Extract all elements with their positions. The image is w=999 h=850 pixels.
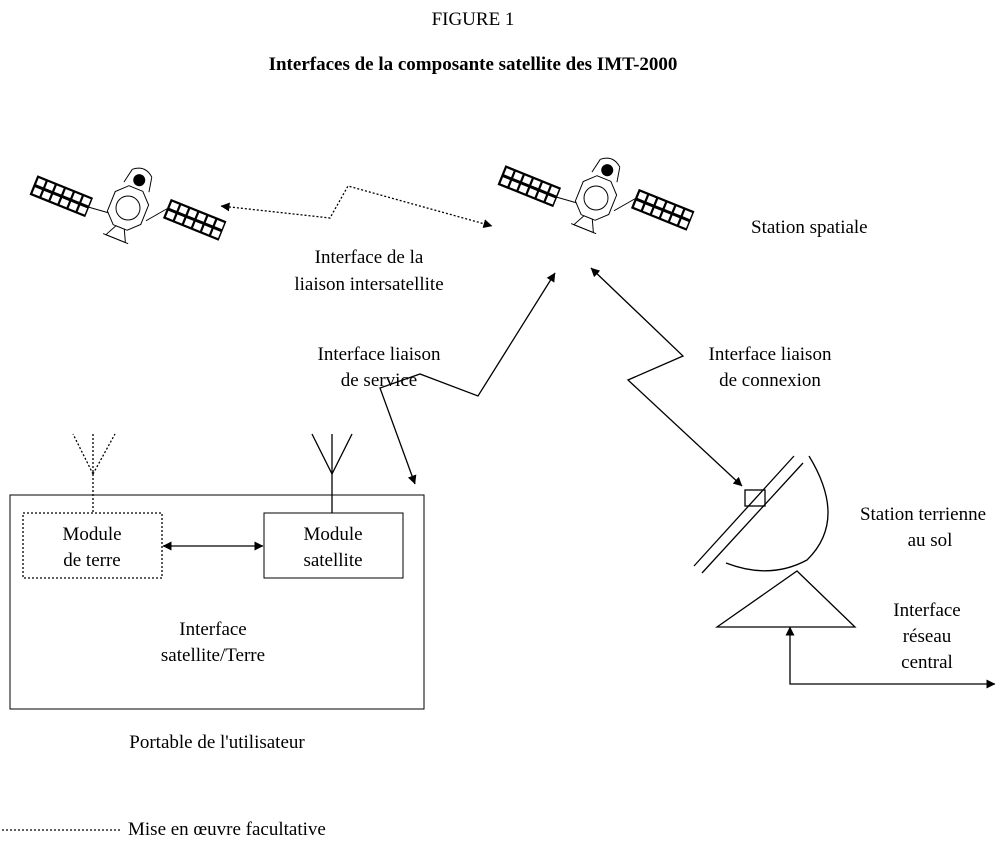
satellite-module-label-line2: satellite — [303, 550, 362, 571]
feeder-link-arrow — [590, 267, 743, 487]
terrestrial-module-label-line1: Module — [62, 524, 121, 545]
sat-terr-interface-label-line2: satellite/Terre — [161, 645, 265, 666]
feeder-link-label-line1: Interface liaison — [709, 344, 832, 365]
core-network-arrow — [785, 626, 996, 689]
earth-station-label-line1: Station terrienne — [860, 504, 986, 525]
satellite-module-box — [263, 512, 404, 579]
isl-label-line1: Interface de la — [315, 247, 424, 268]
service-link-arrow — [379, 272, 556, 485]
terrestrial-module-label-line2: de terre — [63, 550, 120, 571]
user-terminal-label: Portable de l'utilisateur — [129, 732, 305, 753]
legend-optional-label: Mise en œuvre facultative — [128, 819, 326, 840]
terrestrial-module-box — [22, 512, 163, 579]
dish-antenna-icon — [693, 455, 829, 574]
core-network-label-line2: réseau — [903, 626, 952, 647]
figure-title: Interfaces de la composante satellite de… — [269, 54, 678, 75]
isl-label-line2: liaison intersatellite — [294, 274, 443, 295]
satellite-icon — [29, 164, 227, 245]
feeder-link-label-line2: de connexion — [719, 370, 821, 391]
sat-terr-interface-label-line1: Interface — [179, 619, 247, 640]
antenna-icon — [311, 433, 353, 513]
intersatellite-link-arrow — [220, 185, 493, 229]
service-link-label-line2: de service — [341, 370, 417, 391]
space-station-label: Station spatiale — [751, 217, 868, 238]
antenna-icon — [72, 433, 116, 513]
satellite-module-label-line1: Module — [303, 524, 362, 545]
earth-station-label-line2: au sol — [908, 530, 953, 551]
figure-number: FIGURE 1 — [432, 9, 515, 30]
core-network-label-line3: central — [901, 652, 953, 673]
user-terminal-box — [9, 494, 425, 710]
service-link-label-line1: Interface liaison — [318, 344, 441, 365]
ground-station-icon — [714, 570, 857, 628]
core-network-label-line1: Interface — [893, 600, 961, 621]
satellite-icon — [497, 154, 695, 235]
